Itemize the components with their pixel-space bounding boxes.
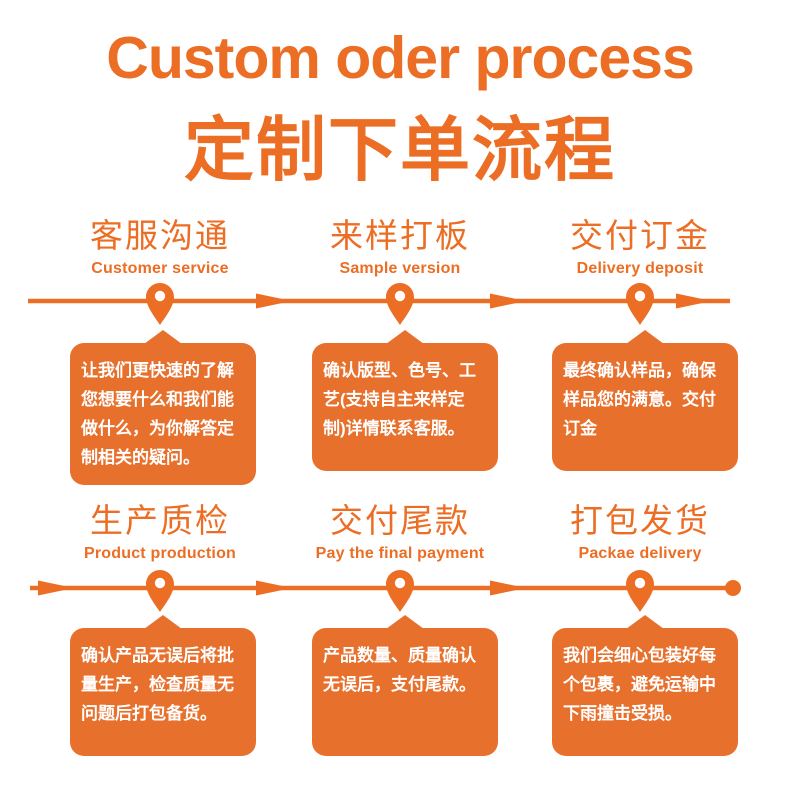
map-pin-icon — [386, 283, 414, 325]
step-title-en: Customer service — [91, 260, 229, 277]
step-description-bubble: 让我们更快速的了解您想要什么和我们能做什么，为你解答定制相关的疑问。 — [70, 343, 256, 485]
arrow-right-icon — [676, 293, 712, 309]
arrow-right-icon — [490, 580, 526, 596]
step-title-package-delivery: 打包发货 Packae delivery — [520, 501, 760, 563]
step-title-zh: 来样打板 — [330, 217, 470, 254]
step-title-product-production: 生产质检 Product production — [40, 501, 280, 563]
step-title-delivery-deposit: 交付订金 Delivery deposit — [520, 216, 760, 278]
step-description-bubble: 最终确认样品，确保样品您的满意。交付订金 — [552, 343, 738, 471]
map-pin-icon — [146, 283, 174, 325]
step-title-en: Sample version — [339, 260, 461, 277]
arrow-right-icon — [256, 293, 292, 309]
step-title-en: Pay the final payment — [315, 545, 485, 562]
map-pin-icon — [146, 570, 174, 612]
page-title-english: Custom oder process — [106, 25, 695, 91]
step-title-zh: 交付尾款 — [330, 502, 470, 539]
flow-line-row2 — [30, 570, 741, 612]
step-title-zh: 交付订金 — [570, 217, 710, 254]
step-title-en: Product production — [83, 545, 237, 562]
map-pin-icon — [626, 570, 654, 612]
step-description-bubble: 产品数量、质量确认无误后，支付尾款。 — [312, 628, 498, 756]
map-pin-icon — [386, 570, 414, 612]
step-title-zh: 生产质检 — [90, 502, 230, 539]
page-title-chinese: 定制下单流程 — [184, 113, 616, 190]
flow-line-row1 — [28, 283, 730, 325]
step-title-customer-service: 客服沟通 Customer service — [40, 216, 280, 278]
step-title-en: Packae delivery — [578, 545, 702, 562]
step-title-final-payment: 交付尾款 Pay the final payment — [280, 501, 520, 563]
step-title-zh: 打包发货 — [570, 502, 710, 539]
end-dot-icon — [725, 580, 741, 596]
map-pin-icon — [626, 283, 654, 325]
arrow-right-icon — [38, 580, 74, 596]
step-description-bubble: 确认版型、色号、工艺(支持自主来样定制)详情联系客服。 — [312, 343, 498, 471]
step-title-sample-version: 来样打板 Sample version — [280, 216, 520, 278]
step-title-zh: 客服沟通 — [90, 217, 230, 254]
arrow-right-icon — [490, 293, 526, 309]
arrow-right-icon — [256, 580, 292, 596]
step-title-en: Delivery deposit — [576, 260, 704, 277]
step-description-bubble: 我们会细心包装好每个包裹，避免运输中下雨撞击受损。 — [552, 628, 738, 756]
step-description-bubble: 确认产品无误后将批量生产，检查质量无问题后打包备货。 — [70, 628, 256, 756]
